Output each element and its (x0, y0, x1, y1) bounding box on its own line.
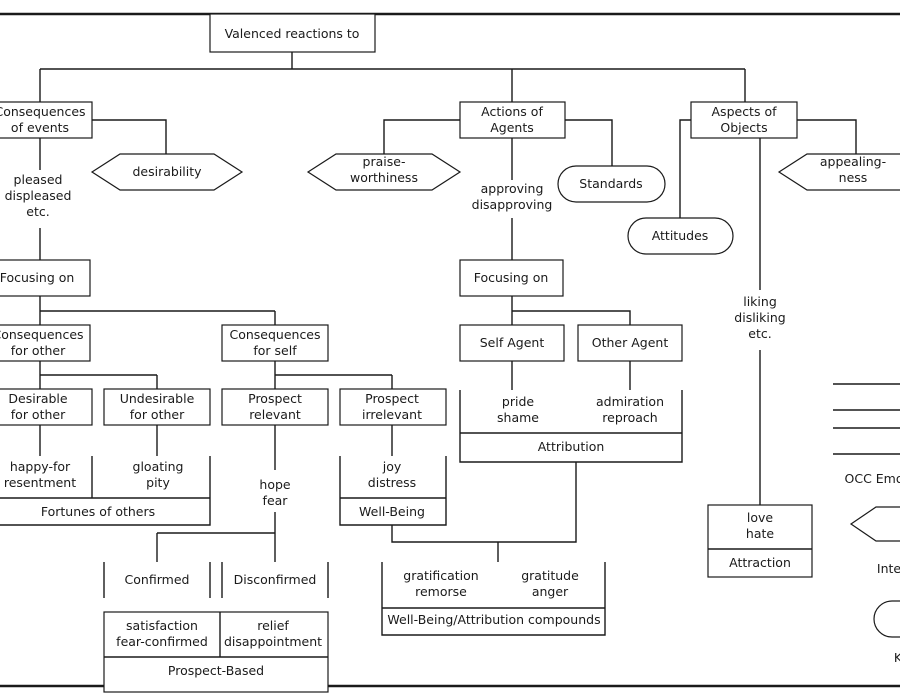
well-being-label: Well-Being (359, 504, 425, 519)
legend-intensity-label: Inte (877, 561, 900, 576)
self-agent-label: Self Agent (480, 335, 545, 350)
root-label: Valenced reactions to (225, 26, 360, 41)
legend-knowledge-label: K (894, 650, 900, 665)
other-agent-label: Other Agent (592, 335, 669, 350)
variable-praiseworthiness: praise-worthiness (306, 153, 462, 191)
appealingness-label: appealing-ness (820, 154, 886, 185)
fortunes-of-others-label: Fortunes of others (41, 504, 155, 519)
praiseworthiness-label: praise-worthiness (350, 154, 418, 185)
focus-agents: Focusing on (459, 259, 564, 297)
root-node: Valenced reactions to (209, 13, 376, 53)
legend-title: OCC Emo (845, 471, 900, 486)
structure-attitudes: Attitudes (627, 217, 734, 255)
attitudes-label: Attitudes (652, 228, 709, 243)
disconfirmed-label: Disconfirmed (234, 572, 317, 587)
focus-events-label: Focusing on (0, 270, 74, 285)
standards-label: Standards (579, 176, 642, 191)
attraction-label: Attraction (729, 555, 791, 570)
variable-appealingness: appealing-ness (777, 153, 900, 191)
legend-rounded-shape (873, 600, 900, 638)
structure-standards: Standards (557, 165, 666, 203)
desirability-label: desirability (132, 164, 202, 179)
focus-events: Focusing on (0, 259, 91, 297)
node-self-agent: Self Agent (459, 324, 565, 362)
compounds-label: Well-Being/Attribution compounds (387, 612, 600, 627)
node-other-agent: Other Agent (577, 324, 683, 362)
legend: OCC Emo Inte K (833, 383, 900, 665)
connector-lines (39, 52, 857, 562)
confirmed-label: Confirmed (125, 572, 190, 587)
attribution-label: Attribution (538, 439, 605, 454)
focus-agents-label: Focusing on (474, 270, 549, 285)
legend-hexagon-shape (849, 506, 900, 542)
prospect-based-label: Prospect-Based (168, 663, 264, 678)
variable-desirability: desirability (90, 153, 244, 191)
